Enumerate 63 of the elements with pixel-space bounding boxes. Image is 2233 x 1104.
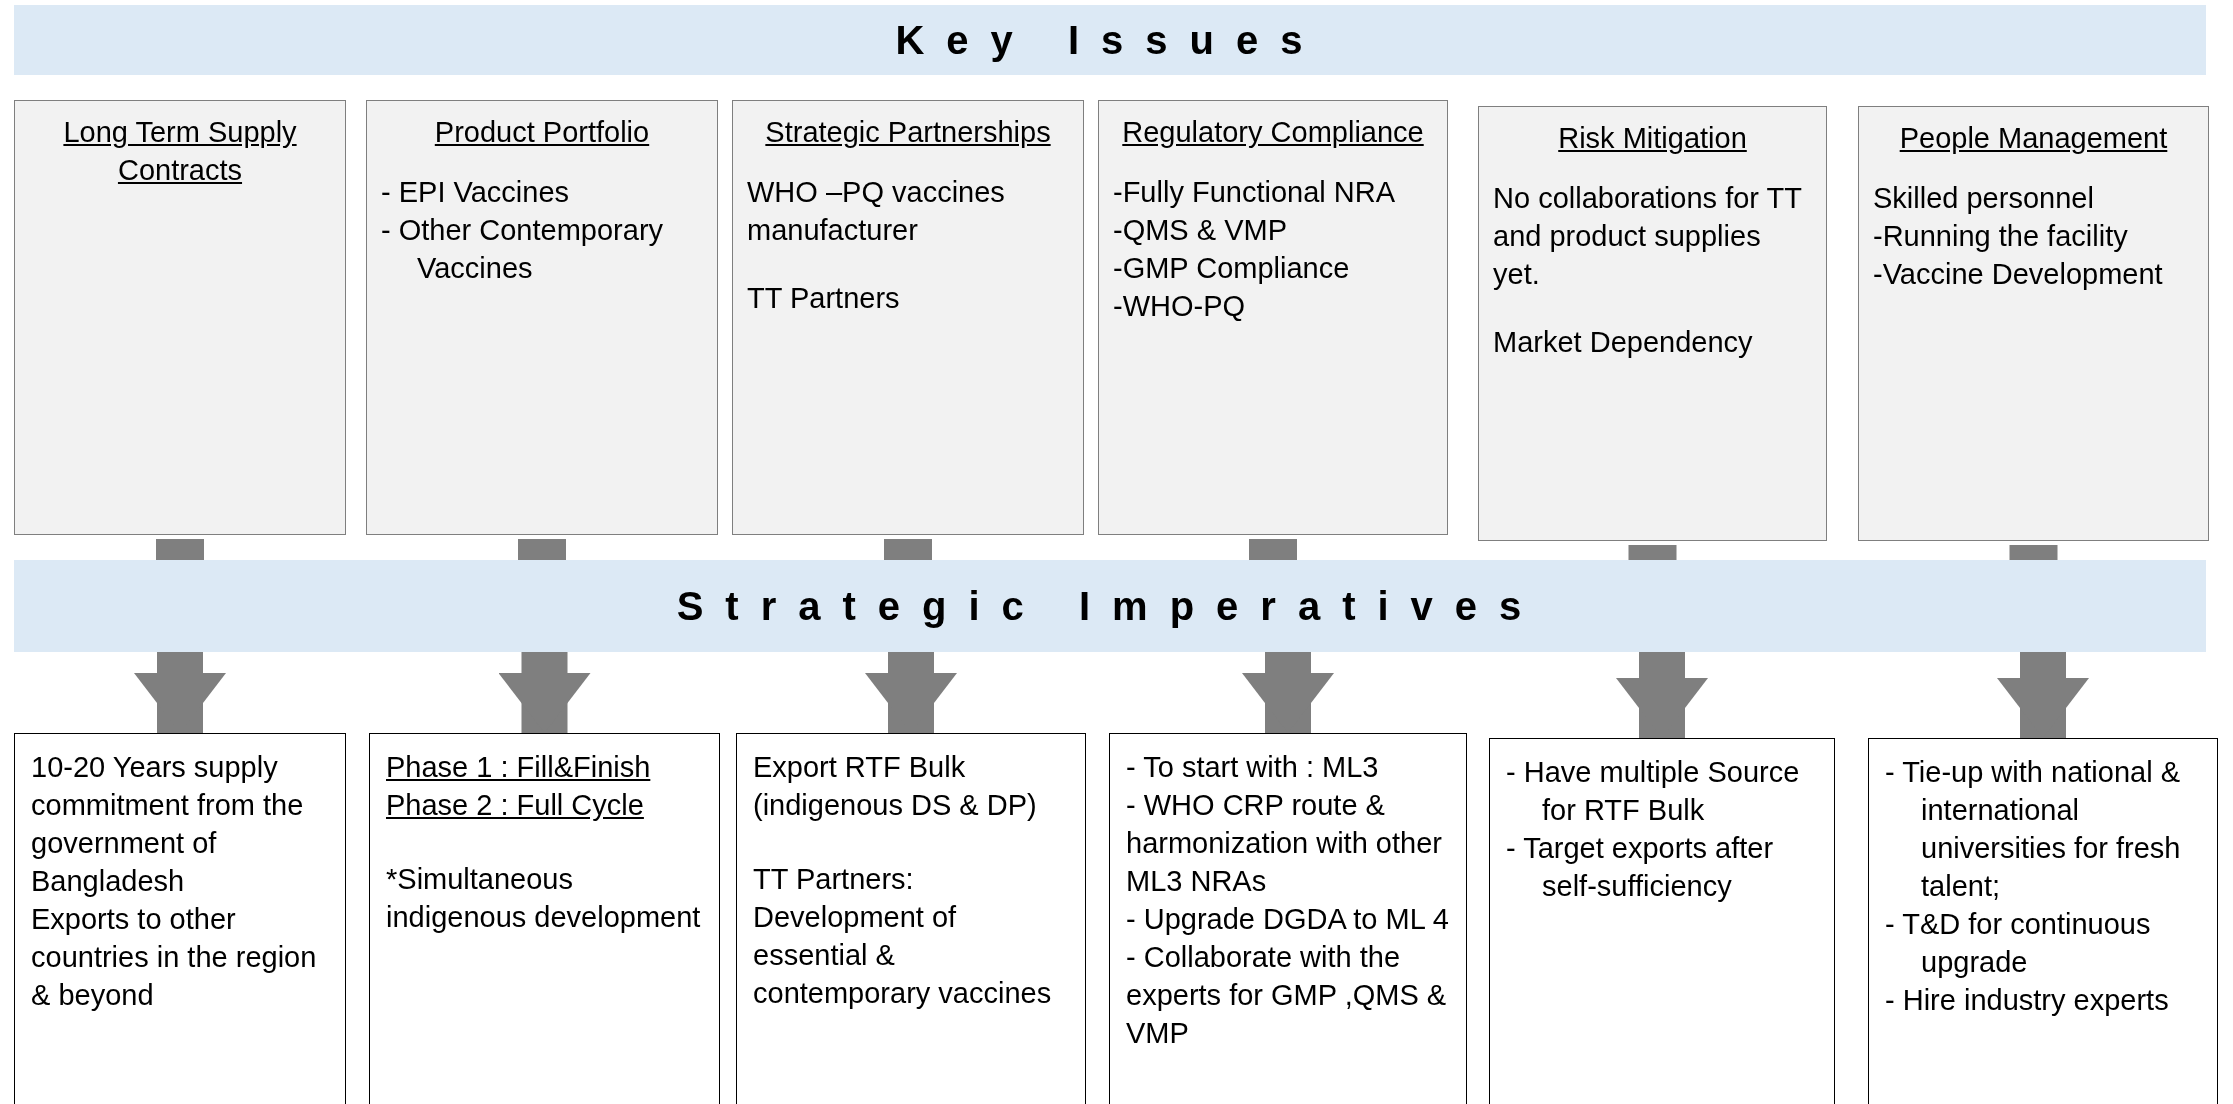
card-heading: Long Term Supply Contracts: [62, 115, 298, 188]
card-text: - Upgrade DGDA to ML 4: [1126, 902, 1450, 937]
imperative-card: [1868, 738, 2218, 1104]
block-arrow: [498, 652, 591, 733]
section-banner: [14, 5, 2206, 75]
imperative-card: [369, 733, 720, 1104]
card-heading: Strategic Partnerships: [764, 115, 1052, 150]
issue-card: [366, 100, 718, 535]
card-text: Market Dependency: [1493, 325, 1754, 360]
imperative-card: [736, 733, 1086, 1104]
card-text: 10-20 Years supply commitment from the government of Bangladesh: [31, 750, 305, 899]
block-arrow: [134, 652, 226, 733]
card-text: Exports to other countries in the region & beyond: [31, 902, 318, 1013]
card-heading: People Management: [1898, 121, 2169, 156]
card-text: Export RTF Bulk (indigenous DS & DP): [753, 750, 1038, 823]
card-text: WHO –PQ vaccines manufacturer: [747, 175, 1006, 248]
card-text: -Running the facility: [1873, 219, 2129, 254]
card-heading: Regulatory Compliance: [1121, 115, 1425, 150]
block-arrow: [1997, 652, 2089, 738]
connector-stub: [884, 539, 932, 560]
card-text: - Have multiple Source for RTF Bulk: [1506, 755, 1801, 828]
imperative-card: [14, 733, 346, 1104]
connector-stub: [156, 539, 204, 560]
issue-card: [1858, 106, 2209, 541]
card-text: TT Partners: Development of essential & contemporary vaccines: [753, 862, 1053, 1011]
card-text: - Target exports after self-sufficiency: [1506, 831, 1775, 904]
card-text: Phase 2 : Full Cycle: [386, 788, 645, 823]
card-text: - Other Contemporary Vaccines: [381, 213, 665, 286]
card-heading: Risk Mitigation: [1557, 121, 1748, 156]
connector-stub: [518, 539, 566, 560]
banner-heading: Strategic Imperatives: [676, 583, 1544, 629]
issue-card: [732, 100, 1084, 535]
card-text: - WHO CRP route & harmonization with other ML3 NRAs: [1126, 788, 1443, 899]
imperative-card: [1489, 738, 1835, 1104]
block-arrow: [1242, 652, 1334, 733]
connector-stub: [1628, 545, 1677, 560]
card-text: Phase 1 : Fill&Finish: [386, 750, 652, 785]
banner-heading: Key Issues: [895, 17, 1325, 63]
card-text: TT Partners: [747, 281, 901, 316]
card-text: -WHO-PQ: [1113, 289, 1247, 324]
issue-card: [1478, 106, 1827, 541]
card-text: No collaborations for TT and product supplies yet.: [1493, 181, 1803, 292]
block-arrow: [865, 652, 957, 733]
card-text: - To start with : ML3: [1126, 750, 1380, 785]
section-banner: [14, 560, 2206, 652]
card-text: - Tie-up with national & international universities for fresh talent;: [1885, 755, 2182, 904]
card-text: *Simultaneous indigenous development: [386, 862, 702, 935]
card-text: -Fully Functional NRA: [1113, 175, 1397, 210]
card-text: - T&D for continuous upgrade: [1885, 907, 2152, 980]
card-text: -QMS & VMP: [1113, 213, 1288, 248]
connector-stub: [2009, 545, 2058, 560]
connector-stub: [1249, 539, 1297, 560]
card-text: Skilled personnel: [1873, 181, 2095, 216]
card-text: -Vaccine Development: [1873, 257, 2164, 292]
card-heading: Product Portfolio: [433, 115, 651, 150]
block-arrow: [1616, 652, 1708, 738]
card-text: - EPI Vaccines: [381, 175, 571, 210]
issue-card: [14, 100, 346, 535]
card-text: -GMP Compliance: [1113, 251, 1351, 286]
card-text: - Hire industry experts: [1885, 983, 2170, 1018]
card-text: - Collaborate with the experts for GMP ,QMS & VMP: [1126, 940, 1448, 1051]
imperative-card: [1109, 733, 1467, 1104]
issue-card: [1098, 100, 1448, 535]
